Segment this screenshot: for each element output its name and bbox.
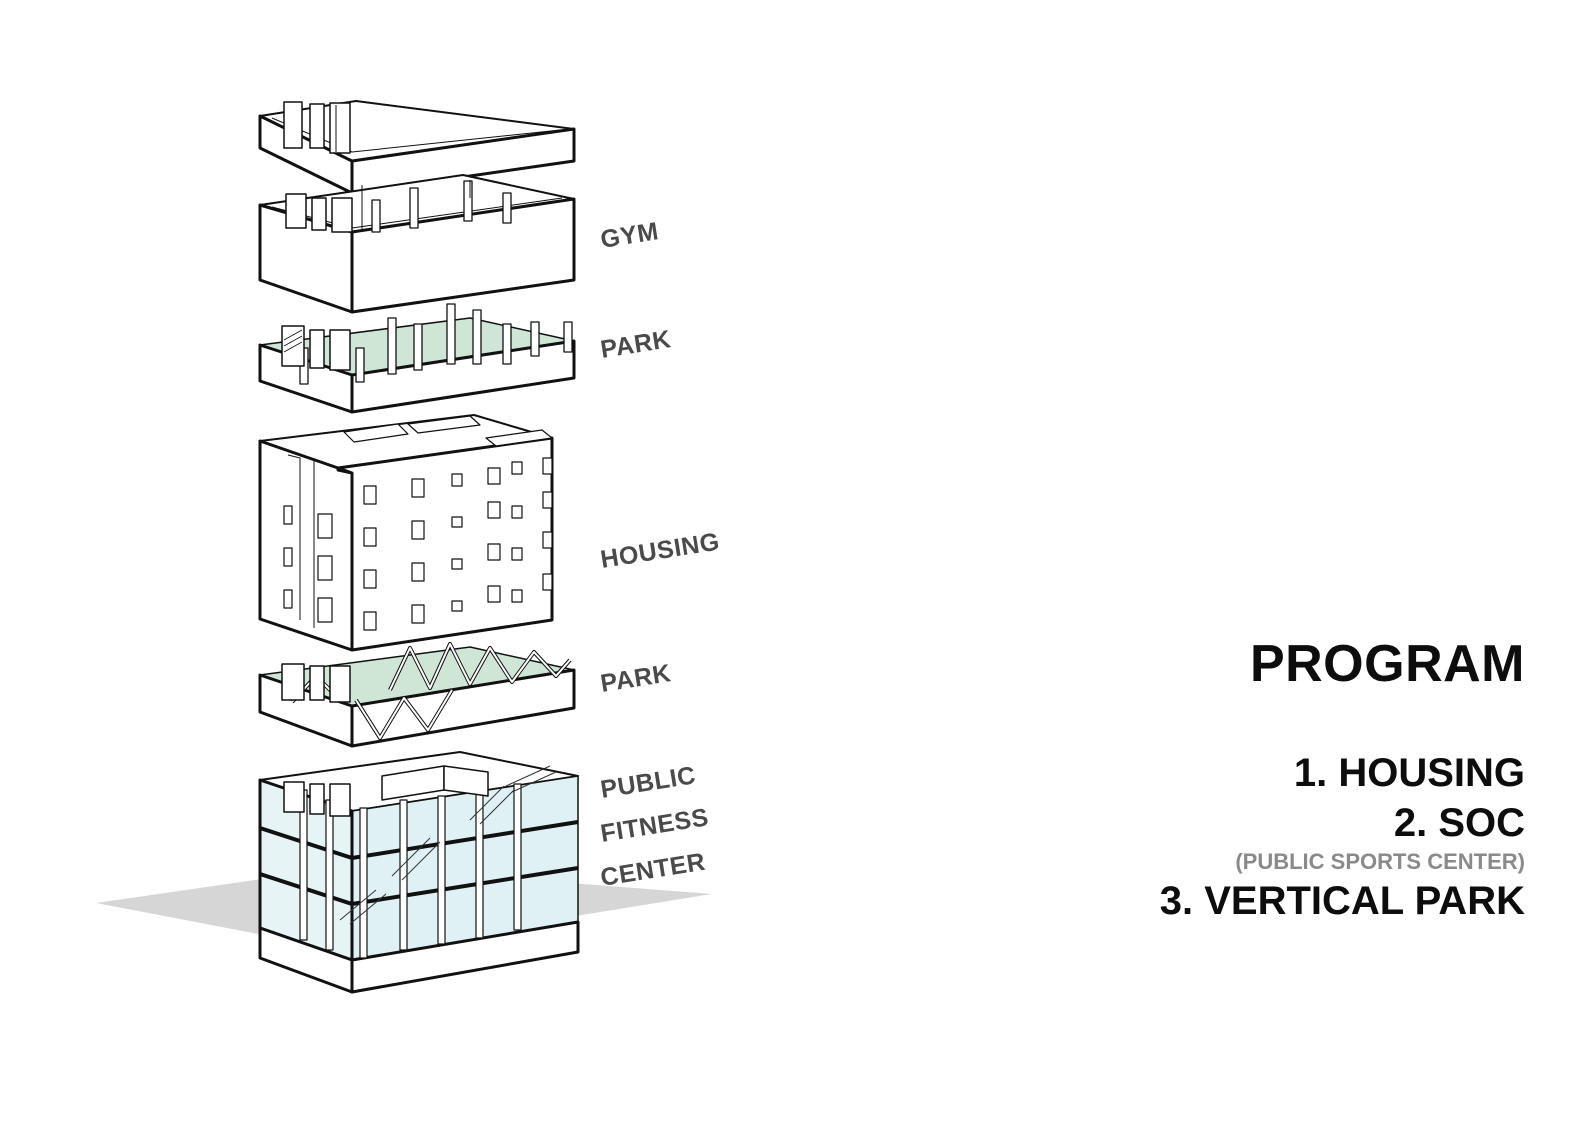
program-list: PROGRAM 1. HOUSING 2. SOC (PUBLIC SPORTS…: [1160, 632, 1525, 926]
gym-level: [258, 174, 576, 314]
layer-label-park-lower: PARK: [599, 659, 673, 698]
layer-label-park-upper: PARK: [599, 325, 673, 364]
layer-label-fitness-line-1: PUBLIC: [599, 761, 698, 804]
program-item-soc: 2. SOC: [1393, 801, 1525, 845]
layer-label-fitness-line-3: CENTER: [599, 848, 708, 892]
program-item-housing: 1. HOUSING: [1293, 751, 1525, 795]
layer-label-fitness-line-2: FITNESS: [599, 803, 711, 848]
program-item-vertical-park: 3. VERTICAL PARK: [1159, 879, 1525, 923]
park-lower-level: [258, 642, 576, 748]
layer-label-housing: HOUSING: [599, 527, 722, 573]
layer-label-gym: GYM: [599, 217, 661, 254]
program-item-soc-subtitle: (PUBLIC SPORTS CENTER): [1235, 849, 1525, 874]
park-upper-level: [258, 303, 576, 414]
roof-slab: [258, 100, 576, 195]
program-title: PROGRAM: [1249, 635, 1525, 693]
fitness-center-level: [258, 751, 580, 994]
housing-level: [258, 414, 554, 652]
